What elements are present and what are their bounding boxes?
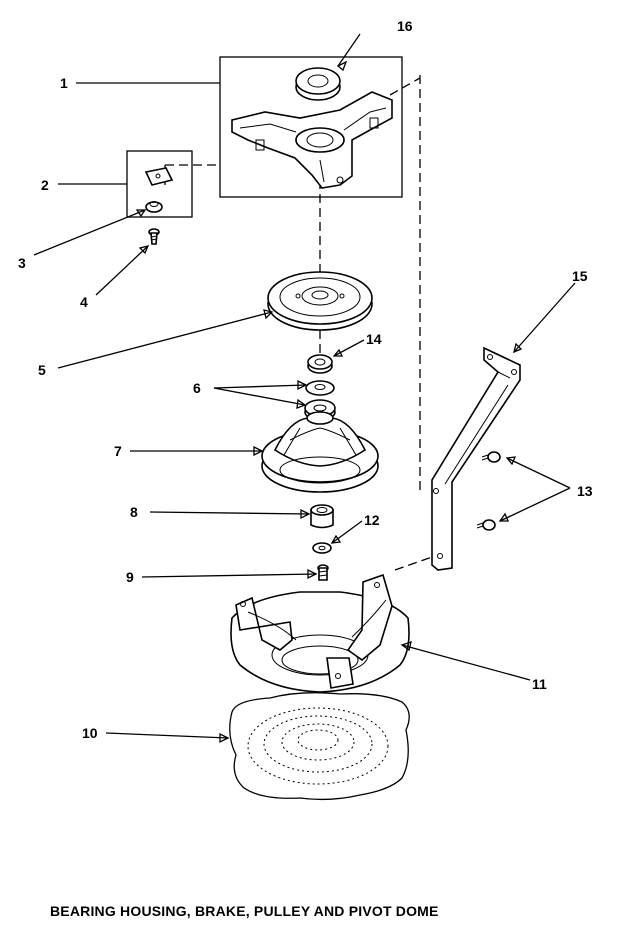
pulley-icon [267,271,373,331]
callout-1: 1 [60,75,68,91]
washer-icon [312,542,332,554]
leader-16 [337,33,361,67]
nut-icon [145,201,163,213]
callout-14: 14 [366,331,382,347]
base-icon [229,692,410,801]
callout-8: 8 [130,504,138,520]
housing-group-box [219,56,403,198]
bolt-icon [317,564,329,581]
clip-icon [144,167,174,186]
screw-icon [148,228,160,245]
pivot-dome-icon [230,573,410,693]
callout-9: 9 [126,569,134,585]
diagram-caption: BEARING HOUSING, BRAKE, PULLEY AND PIVOT… [50,903,439,919]
callout-5: 5 [38,362,46,378]
callout-2: 2 [41,177,49,193]
callout-13: 13 [577,483,593,499]
hub-icon [310,504,334,529]
callout-7: 7 [114,443,122,459]
bearing-icon [295,67,341,101]
brake-assembly-icon [261,411,379,493]
callout-11: 11 [532,676,547,692]
callout-6: 6 [193,380,201,396]
callout-16: 16 [397,18,413,34]
callout-3: 3 [18,255,26,271]
screw-icon [476,451,501,531]
callout-10: 10 [82,725,98,741]
callout-15: 15 [572,268,588,284]
callout-12: 12 [364,512,380,528]
callout-4: 4 [80,294,88,310]
bracket-icon [431,346,521,571]
seal-icon [307,354,333,374]
bearing-housing-icon [231,91,393,189]
